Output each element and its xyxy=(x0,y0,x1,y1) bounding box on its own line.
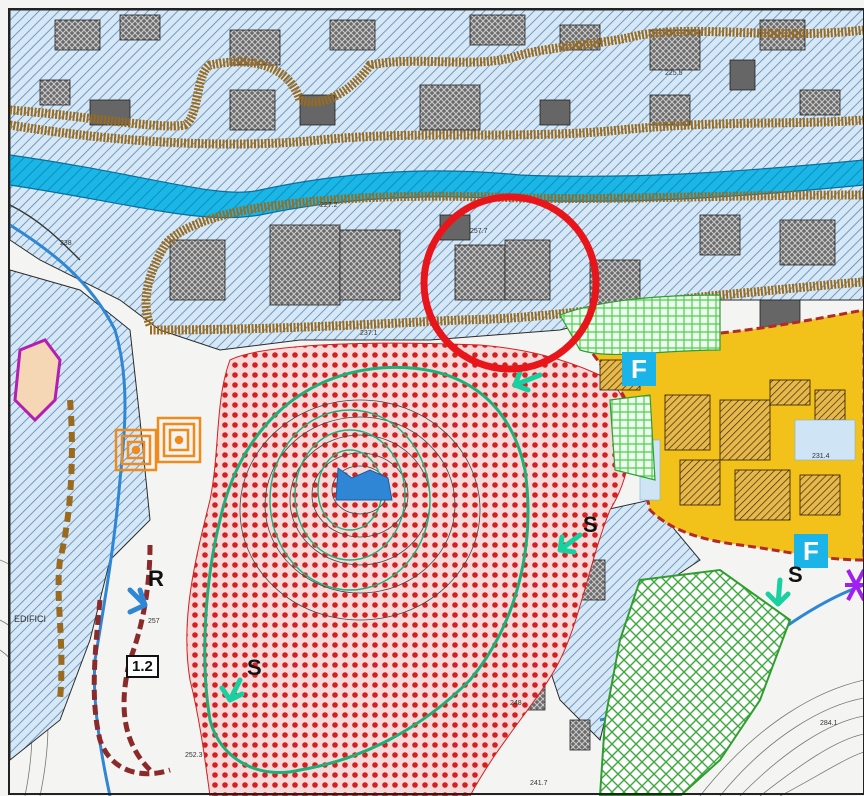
elevation-label: 227.2 xyxy=(320,202,338,209)
letter-r: R xyxy=(148,566,164,591)
orange-target-icon xyxy=(114,416,202,472)
map-border xyxy=(8,8,864,795)
f-badge-south: F xyxy=(794,534,828,568)
letter-s-center: S xyxy=(583,512,598,537)
road-borders xyxy=(9,25,864,335)
highlight-circle[interactable] xyxy=(420,193,600,373)
green-orthogonal-zone xyxy=(559,294,721,356)
green-grid-zone xyxy=(598,568,792,796)
green-contours xyxy=(269,409,431,591)
elevation-label: 225.5 xyxy=(665,70,683,77)
elevation-label: 257.7 xyxy=(470,228,488,235)
red-dashed-path-2 xyxy=(91,599,171,777)
blue-mountain-icon xyxy=(335,467,393,501)
brown-dashed-path-west xyxy=(55,399,75,701)
zone-number-box: 1.2 xyxy=(126,655,159,678)
red-hazard-zone xyxy=(186,342,632,796)
letter-s-west: S xyxy=(247,655,262,680)
elevation-label: 257 xyxy=(148,618,160,625)
green-contour-outline xyxy=(203,365,530,775)
elevation-label: 241.7 xyxy=(530,780,548,787)
elevation-label: 238 xyxy=(60,240,72,247)
green-arrow-icon xyxy=(219,369,791,703)
elevation-label: 231.4 xyxy=(812,453,830,460)
buildings-solid xyxy=(89,59,801,331)
green-orthogonal-zone-small xyxy=(609,394,656,481)
river-bank-west xyxy=(9,204,81,261)
elevation-label: 248 xyxy=(510,700,522,707)
blue-arrow-icon xyxy=(127,587,148,615)
label-edificio: EDIFICI xyxy=(14,614,47,624)
red-dashed-path xyxy=(121,544,153,772)
elevation-label: 237.1 xyxy=(360,330,378,337)
f-badge-north: F xyxy=(622,352,656,386)
elevation-label: 252.3 xyxy=(185,752,203,759)
river xyxy=(9,154,864,219)
purple-star-icon xyxy=(845,569,864,601)
letter-s-east: S xyxy=(788,562,803,587)
purple-boundary xyxy=(13,338,62,423)
elevation-label: 284.1 xyxy=(820,720,838,727)
